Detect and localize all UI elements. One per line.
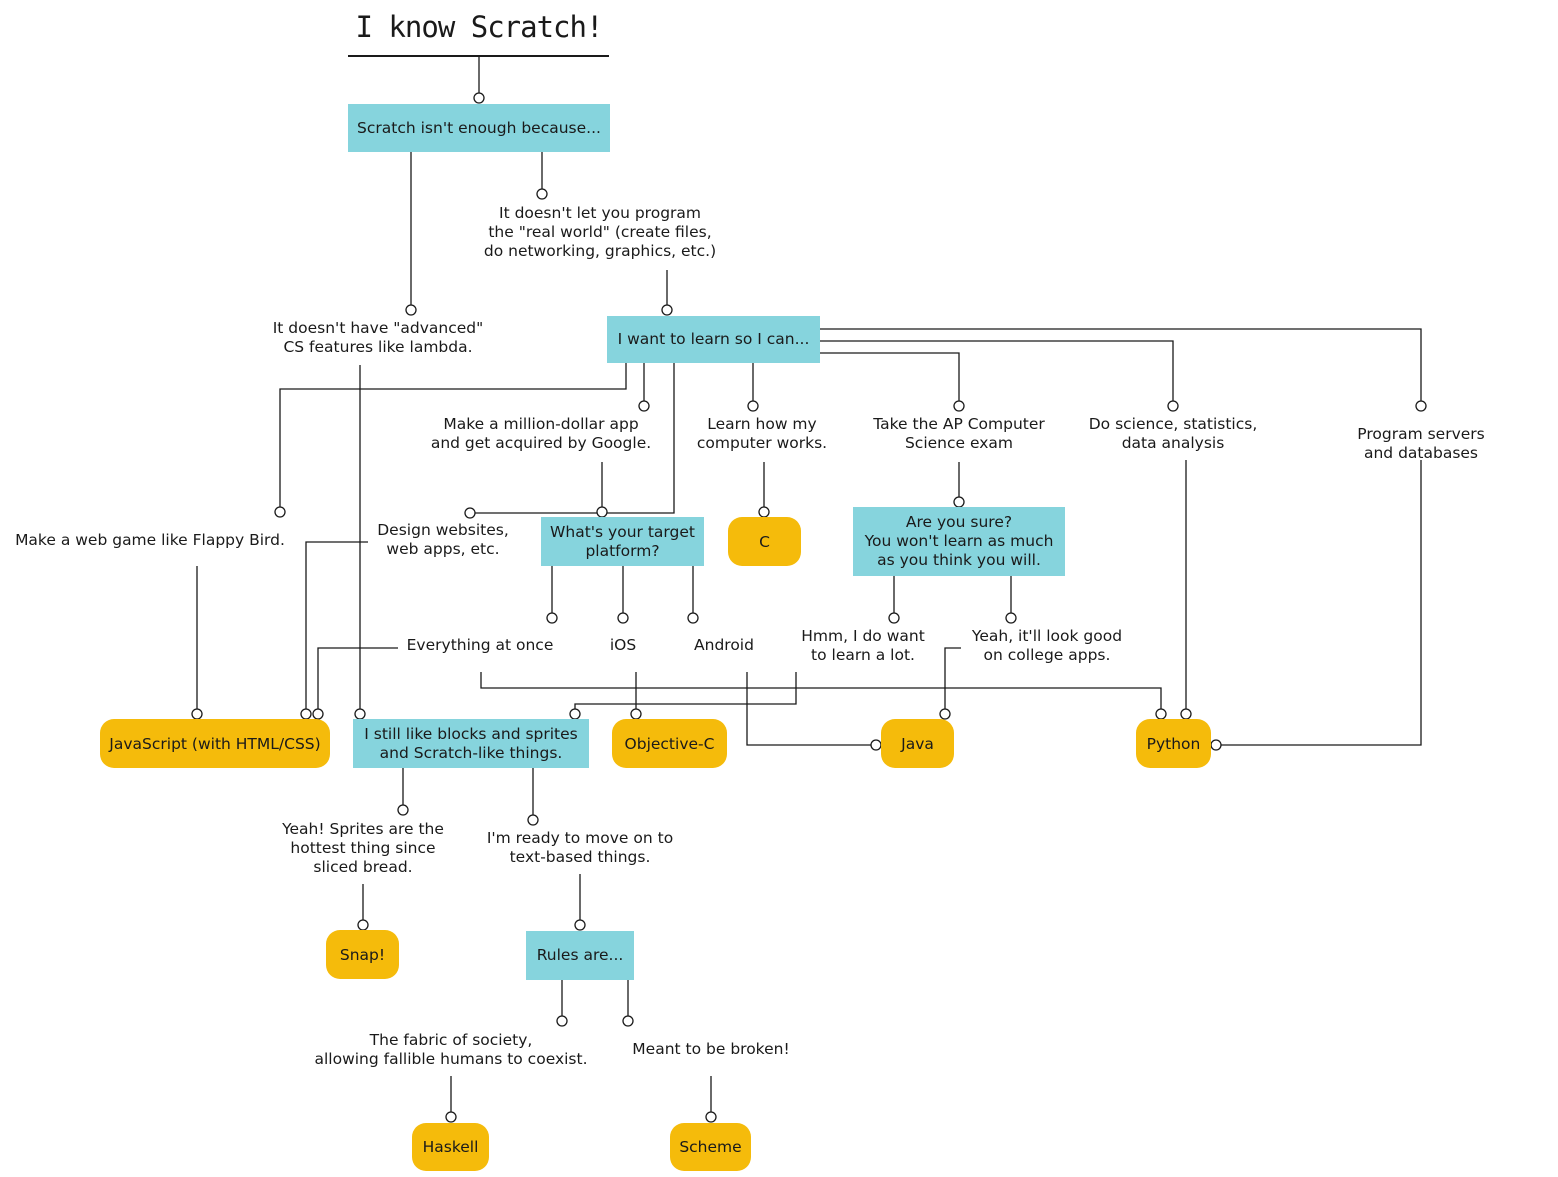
- option-ready-text-based: I'm ready to move on to text-based thing…: [486, 829, 674, 866]
- language-c: C: [728, 517, 801, 566]
- language-objective-c: Objective-C: [612, 719, 727, 768]
- language-java: Java: [881, 719, 954, 768]
- language-haskell: Haskell: [412, 1123, 489, 1171]
- option-sprites-hottest: Yeah! Sprites are the hottest thing sinc…: [282, 820, 444, 876]
- option-ap-exam: Take the AP Computer Science exam: [873, 415, 1045, 452]
- question-scratch-not-enough: Scratch isn't enough because...: [348, 104, 610, 152]
- question-learn-so-i-can: I want to learn so I can...: [607, 316, 820, 363]
- connector-paths: [196, 56, 1422, 1117]
- language-python: Python: [1136, 719, 1211, 768]
- question-are-you-sure: Are you sure? You won't learn as much as…: [853, 507, 1065, 576]
- option-servers-databases: Program servers and databases: [1357, 425, 1485, 462]
- language-snap: Snap!: [326, 930, 399, 979]
- option-science-stats: Do science, statistics, data analysis: [1088, 415, 1258, 452]
- option-real-world: It doesn't let you program the "real wor…: [483, 204, 717, 260]
- option-million-dollar-app: Make a million-dollar app and get acquir…: [430, 415, 652, 452]
- question-still-like-blocks: I still like blocks and sprites and Scra…: [353, 719, 589, 768]
- connector-endpoints: [191, 92, 1427, 1123]
- language-javascript: JavaScript (with HTML/CSS): [100, 719, 330, 768]
- option-how-computer-works: Learn how my computer works.: [696, 415, 828, 452]
- option-everything-at-once: Everything at once: [406, 636, 554, 654]
- option-android: Android: [694, 636, 754, 654]
- language-scheme: Scheme: [670, 1123, 751, 1171]
- question-target-platform: What's your target platform?: [541, 517, 704, 566]
- option-design-websites: Design websites, web apps, etc.: [377, 521, 509, 558]
- option-advanced-cs: It doesn't have "advanced" CS features l…: [272, 319, 484, 356]
- option-web-game: Make a web game like Flappy Bird.: [15, 531, 285, 549]
- option-fabric-of-society: The fabric of society, allowing fallible…: [314, 1031, 588, 1068]
- chart-title: I know Scratch!: [355, 10, 604, 44]
- option-meant-to-be-broken: Meant to be broken!: [632, 1040, 790, 1058]
- option-do-want-to-learn: Hmm, I do want to learn a lot.: [801, 627, 925, 664]
- option-ios: iOS: [609, 636, 637, 654]
- option-college-apps: Yeah, it'll look good on college apps.: [971, 627, 1123, 664]
- question-rules-are: Rules are...: [526, 931, 634, 980]
- title-underline: [348, 55, 609, 57]
